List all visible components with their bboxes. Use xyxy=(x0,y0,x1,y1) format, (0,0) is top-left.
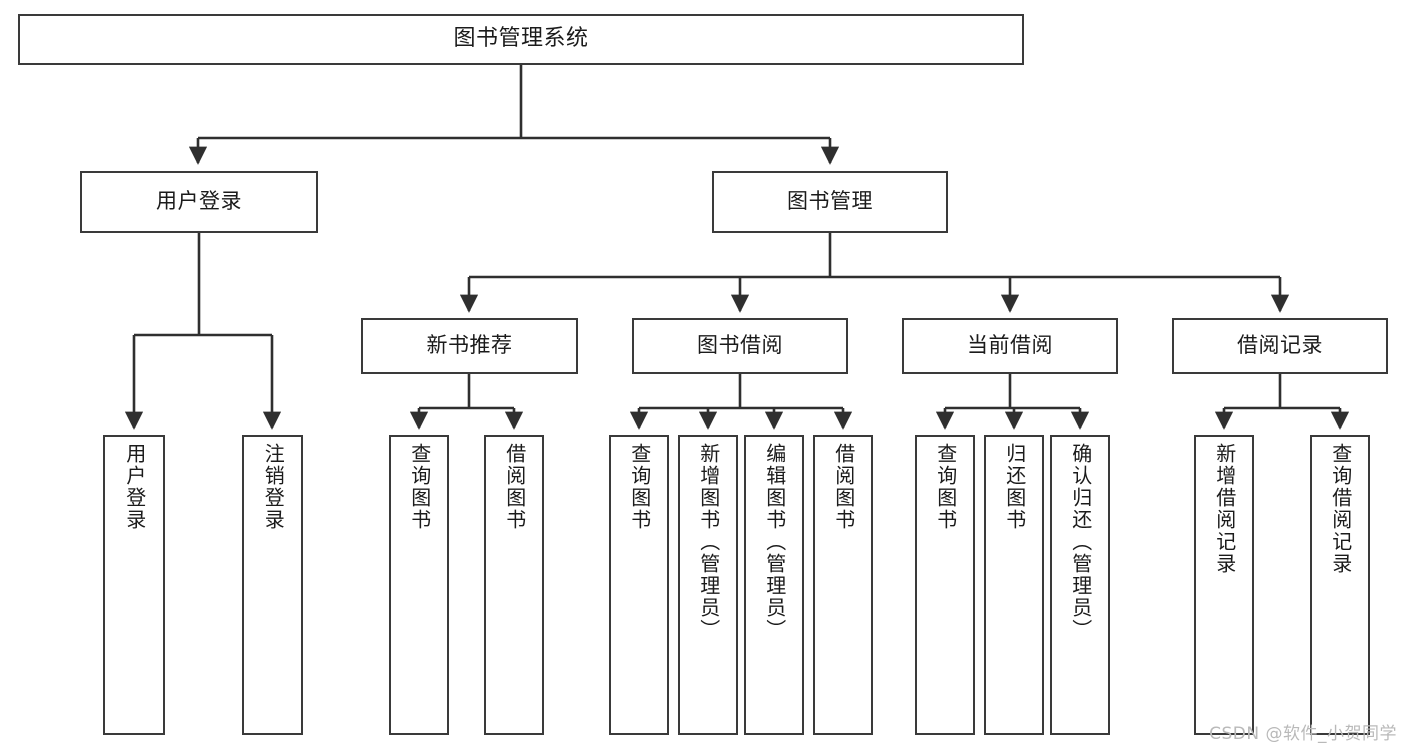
node-new-book-rec[interactable]: 新书推荐 xyxy=(361,318,578,374)
node-leaf-confirm-return[interactable]: 确认归还（管理员） xyxy=(1050,435,1110,735)
node-root[interactable]: 图书管理系统 xyxy=(18,14,1024,65)
node-leaf-return-book[interactable]: 归还图书 xyxy=(984,435,1044,735)
node-current-borrow[interactable]: 当前借阅 xyxy=(902,318,1118,374)
node-leaf-borrow-book-1-label: 借阅图书 xyxy=(502,443,527,531)
node-leaf-edit-book-label: 编辑图书（管理员） xyxy=(762,443,787,641)
node-book-borrow-label: 图书借阅 xyxy=(697,333,783,358)
node-leaf-return-book-label: 归还图书 xyxy=(1002,443,1027,531)
watermark-text: CSDN @软件_小贺同学 xyxy=(1209,724,1397,744)
node-leaf-query-book-2-label: 查询图书 xyxy=(627,443,652,531)
node-user-login-label: 用户登录 xyxy=(156,189,242,214)
node-leaf-borrow-book-2[interactable]: 借阅图书 xyxy=(813,435,873,735)
node-book-manage-label: 图书管理 xyxy=(787,189,873,214)
node-leaf-query-record-label: 查询借阅记录 xyxy=(1328,443,1353,575)
node-leaf-user-logout-label: 注销登录 xyxy=(261,443,286,531)
node-leaf-add-record[interactable]: 新增借阅记录 xyxy=(1194,435,1254,735)
node-leaf-query-book-2[interactable]: 查询图书 xyxy=(609,435,669,735)
node-leaf-user-logout[interactable]: 注销登录 xyxy=(242,435,303,735)
node-leaf-query-book-3[interactable]: 查询图书 xyxy=(915,435,975,735)
node-leaf-add-book-label: 新增图书（管理员） xyxy=(696,443,721,641)
node-leaf-query-record[interactable]: 查询借阅记录 xyxy=(1310,435,1370,735)
node-leaf-add-record-label: 新增借阅记录 xyxy=(1212,443,1237,575)
node-new-book-rec-label: 新书推荐 xyxy=(426,333,513,358)
node-leaf-user-login[interactable]: 用户登录 xyxy=(103,435,165,735)
node-leaf-confirm-return-label: 确认归还（管理员） xyxy=(1068,443,1093,641)
node-leaf-add-book[interactable]: 新增图书（管理员） xyxy=(678,435,738,735)
node-leaf-borrow-book-1[interactable]: 借阅图书 xyxy=(484,435,544,735)
node-leaf-query-book-3-label: 查询图书 xyxy=(933,443,958,531)
node-leaf-user-login-label: 用户登录 xyxy=(122,443,147,531)
node-current-borrow-label: 当前借阅 xyxy=(967,333,1053,358)
node-leaf-query-book-1-label: 查询图书 xyxy=(407,443,432,531)
node-book-borrow[interactable]: 图书借阅 xyxy=(632,318,848,374)
node-leaf-edit-book[interactable]: 编辑图书（管理员） xyxy=(744,435,804,735)
node-root-label: 图书管理系统 xyxy=(453,26,589,52)
node-book-manage[interactable]: 图书管理 xyxy=(712,171,948,233)
node-user-login[interactable]: 用户登录 xyxy=(80,171,318,233)
node-leaf-query-book-1[interactable]: 查询图书 xyxy=(389,435,449,735)
node-borrow-record[interactable]: 借阅记录 xyxy=(1172,318,1388,374)
node-leaf-borrow-book-2-label: 借阅图书 xyxy=(831,443,856,531)
node-borrow-record-label: 借阅记录 xyxy=(1237,333,1323,358)
